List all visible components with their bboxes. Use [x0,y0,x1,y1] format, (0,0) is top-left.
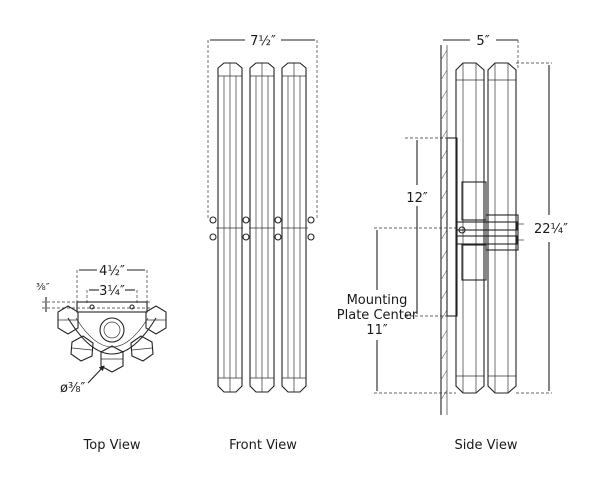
crystal-column-center [249,62,275,393]
center-height-label: 12″ [406,191,428,206]
top-inner-label: 3¼″ [99,284,125,299]
front-view-drawing: 7½″ [207,34,318,393]
mount-height-label: 11″ [366,323,388,338]
side-mounting-hardware [456,181,524,281]
top-crystal-right [145,305,167,335]
front-connector-knobs [209,216,315,241]
crystal-column-right [281,62,307,393]
mount-label-line2: Plate Center [337,308,418,323]
front-width-label: 7½″ [250,34,276,49]
top-offset-label: ⅜″ [36,282,50,293]
side-crystal-back [487,62,517,394]
top-crystal-center [100,345,124,373]
side-depth-label: 5″ [476,34,489,49]
front-view-label: Front View [229,438,297,453]
top-view-label: Top View [83,438,141,453]
side-view-label: Side View [454,438,517,453]
mount-label-line1: Mounting [347,293,408,308]
top-view-drawing: 4½″ 3¼″ ⅜″ [36,264,167,396]
top-diameter-leader [87,365,105,384]
side-view-drawing: 5″ [337,34,568,415]
top-crystal-left-mid [70,335,94,362]
crystal-column-left [217,62,243,393]
top-crystal-left [57,305,79,335]
wall-hatching [440,49,448,401]
top-diameter-label: ø⅜″ [60,381,86,396]
top-backplate [76,301,148,313]
top-crystal-arc [67,317,157,355]
side-height-label: 22¼″ [534,222,568,237]
top-center-canopy [99,317,125,343]
top-outer-label: 4½″ [99,264,125,279]
top-crystal-right-mid [130,335,154,362]
side-crystal-front [455,62,485,394]
